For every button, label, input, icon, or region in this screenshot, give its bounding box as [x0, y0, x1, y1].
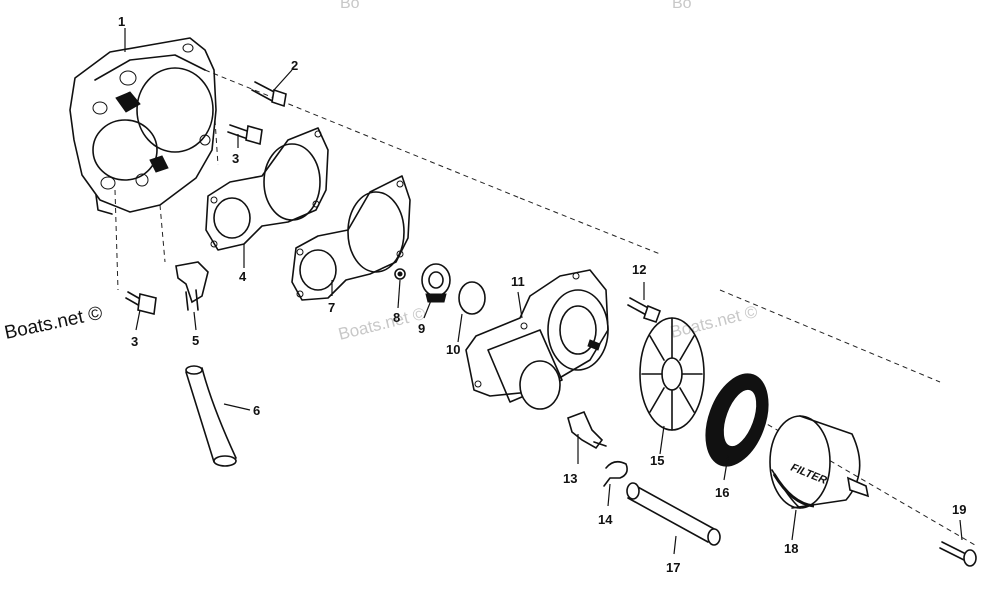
gasket-part-7 — [291, 175, 411, 301]
filter-bowl-part-18: FILTER — [769, 415, 870, 509]
screw-part-12 — [627, 297, 662, 324]
watermark-right: Boats.net © — [668, 302, 759, 342]
part-label-17: 17 — [666, 560, 680, 575]
assembly-axis-line — [204, 69, 976, 546]
screen-part-15 — [639, 317, 705, 431]
gasket-ring-part-16 — [705, 373, 769, 467]
part-label-7: 7 — [328, 300, 335, 315]
watermark-top-b: Bo — [672, 0, 692, 12]
watermark-left: Boats.net © — [3, 303, 105, 344]
screw-part-19 — [939, 541, 977, 567]
part-label-11: 11 — [511, 274, 525, 289]
part-label-4: 4 — [239, 269, 247, 284]
part-label-19: 19 — [952, 502, 966, 517]
pump-body-part — [69, 37, 217, 215]
gasket-part-4 — [205, 127, 329, 251]
elbow-fitting-part-5 — [175, 261, 209, 311]
part-label-3-upper: 3 — [232, 151, 239, 166]
part-label-3-lower: 3 — [131, 334, 138, 349]
clip-part-14 — [603, 460, 628, 487]
part-label-16: 16 — [715, 485, 729, 500]
bolt-part-3-upper — [227, 124, 263, 146]
part-label-15: 15 — [650, 453, 664, 468]
o-ring-part-10 — [458, 281, 486, 315]
pump-cover-part-11 — [465, 269, 609, 410]
fitting-part-13 — [567, 410, 607, 450]
part-label-2: 2 — [291, 58, 298, 73]
part-label-5: 5 — [192, 333, 199, 348]
screw-part-2 — [251, 81, 287, 108]
axis-line-lower — [114, 119, 219, 291]
leader-lines — [124, 28, 963, 555]
part-label-9: 9 — [418, 321, 425, 336]
bolt-part-3-lower — [125, 291, 157, 315]
valve-part-9 — [421, 263, 451, 303]
part-label-18: 18 — [784, 541, 798, 556]
part-label-14: 14 — [598, 512, 613, 527]
part-label-10: 10 — [446, 342, 460, 357]
hose-part-17 — [626, 482, 721, 546]
part-label-1: 1 — [118, 14, 125, 29]
part-label-6: 6 — [253, 403, 260, 418]
part-label-8: 8 — [393, 310, 400, 325]
hose-part-6 — [185, 365, 237, 467]
part-label-13: 13 — [563, 471, 577, 486]
watermark-top-a: Bo — [340, 0, 360, 12]
nut-part-8 — [394, 268, 406, 280]
watermark-middle: Boats.net © — [336, 304, 427, 344]
part-label-12: 12 — [632, 262, 646, 277]
